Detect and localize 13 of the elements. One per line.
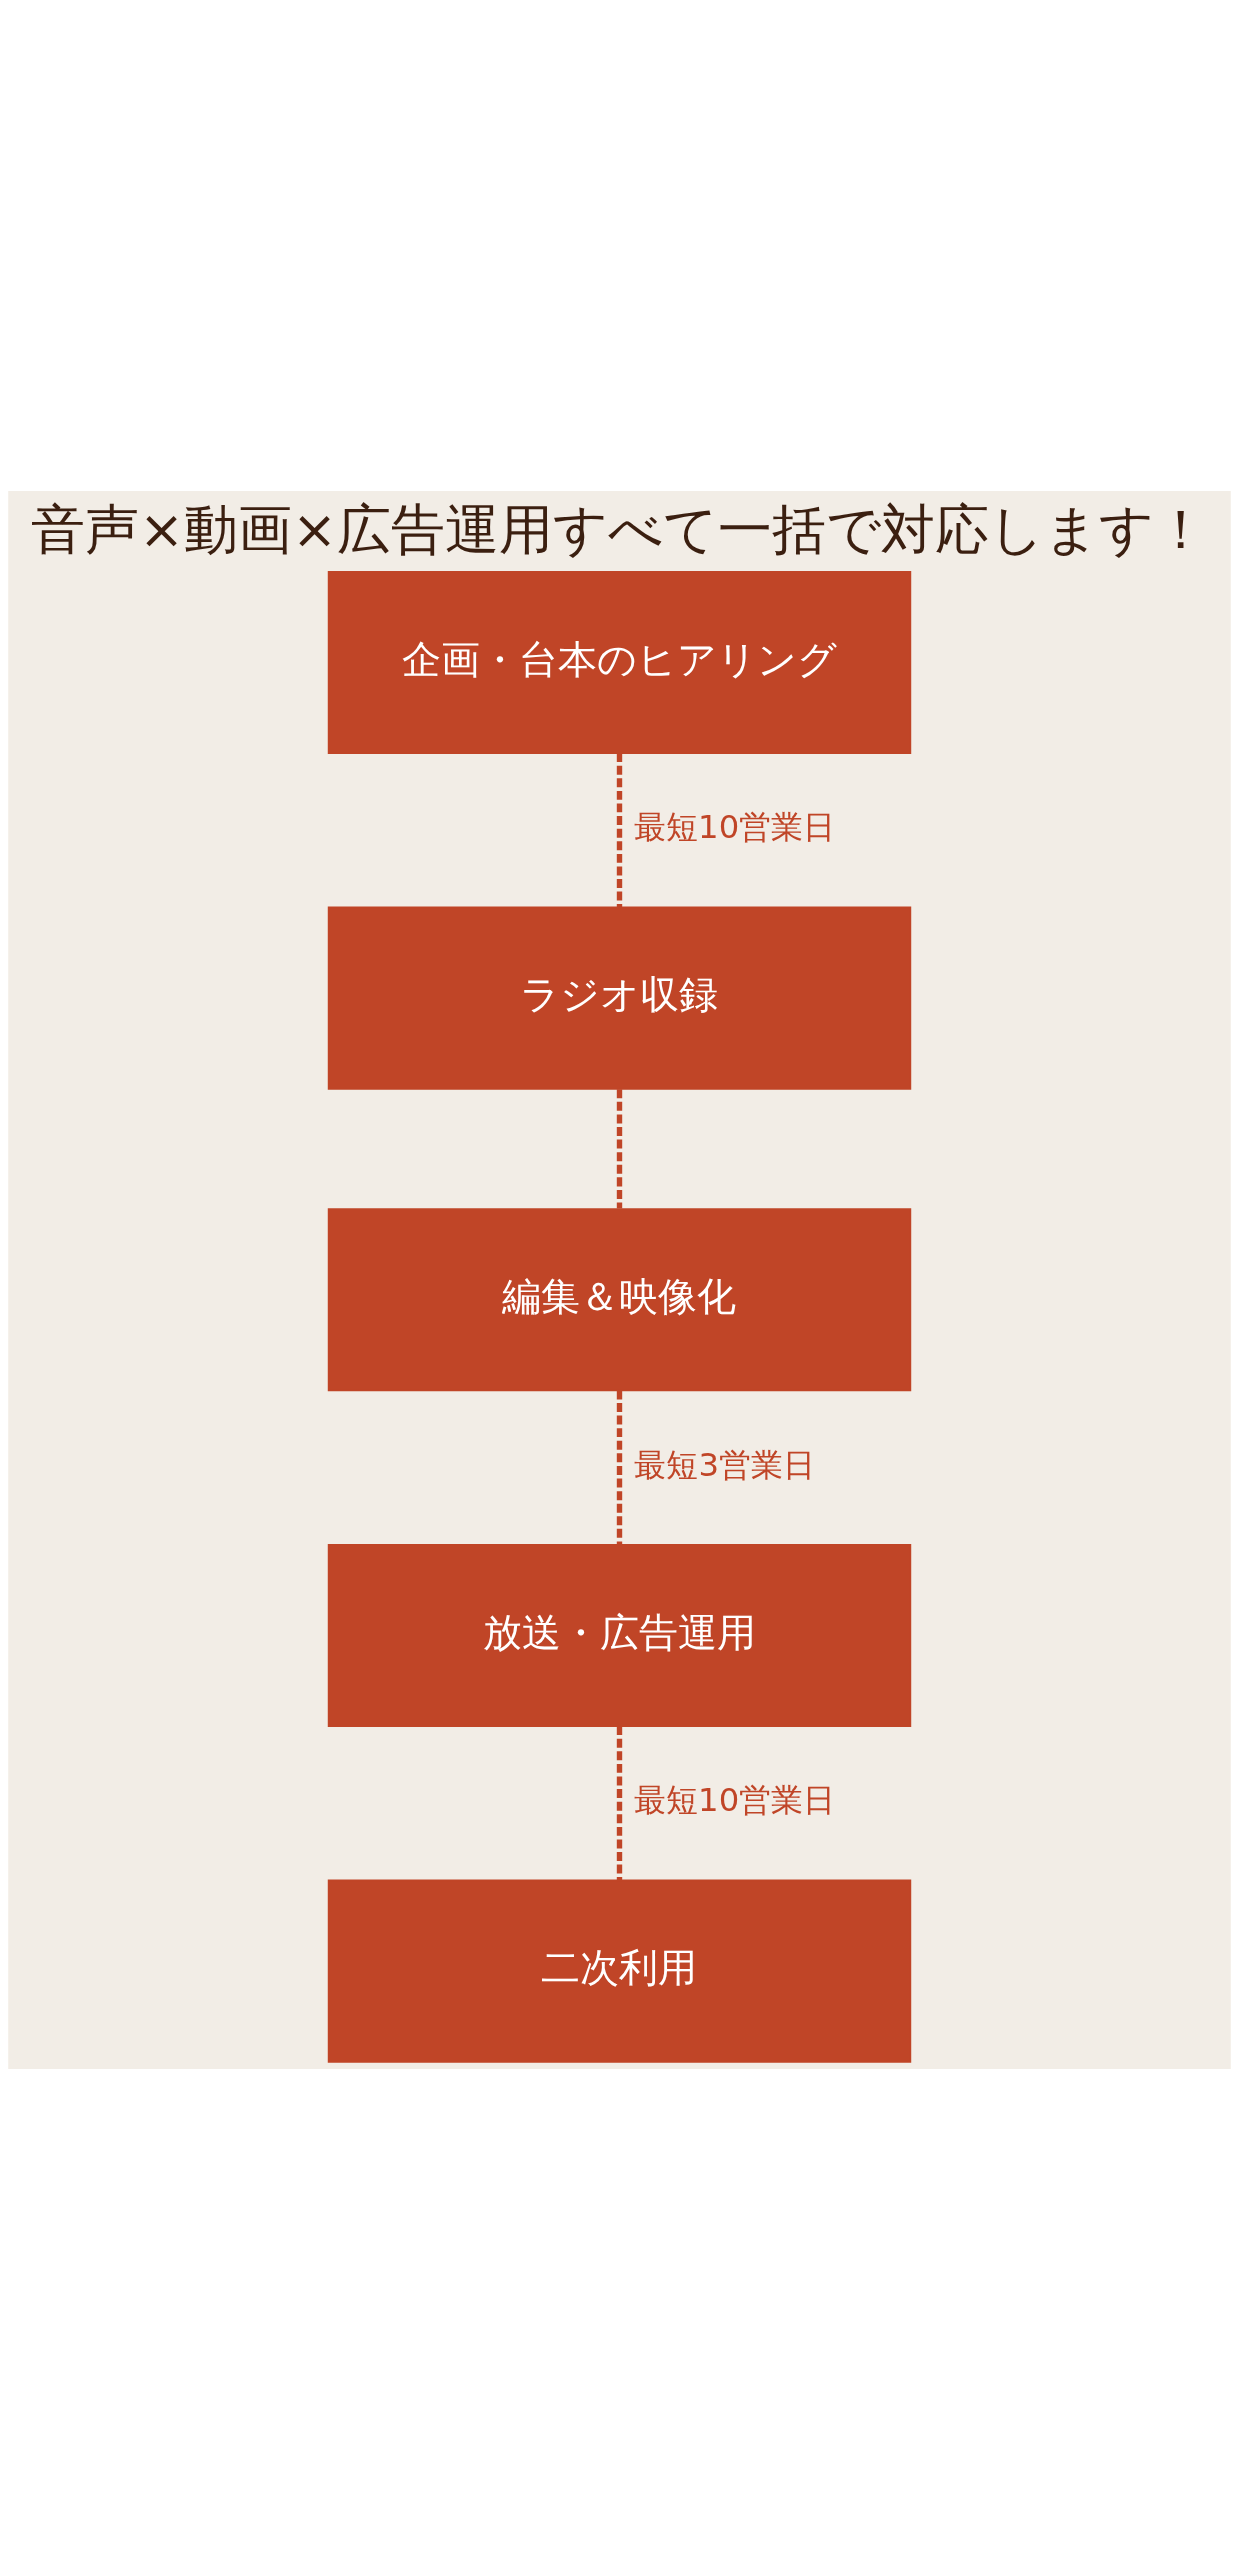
connector bbox=[616, 753, 623, 908]
edge-label: 最短10営業日 bbox=[634, 808, 836, 847]
connector bbox=[616, 1726, 623, 1881]
node-box: 編集＆映像化 bbox=[327, 1208, 912, 1392]
connector bbox=[616, 1390, 623, 1545]
edge-label: 最短3営業日 bbox=[634, 1445, 816, 1484]
node-box: 二次利用 bbox=[327, 1879, 912, 2063]
node-box: 企画・台本のヒアリング bbox=[327, 570, 912, 754]
connector bbox=[616, 1089, 623, 1209]
node-box: ラジオ収録 bbox=[327, 906, 912, 1090]
diagram-title: 音声×動画×広告運用すべて一括で対応します！ bbox=[30, 498, 1209, 562]
node-box: 放送・広告運用 bbox=[327, 1543, 912, 1727]
edge-label: 最短10営業日 bbox=[634, 1781, 836, 1820]
